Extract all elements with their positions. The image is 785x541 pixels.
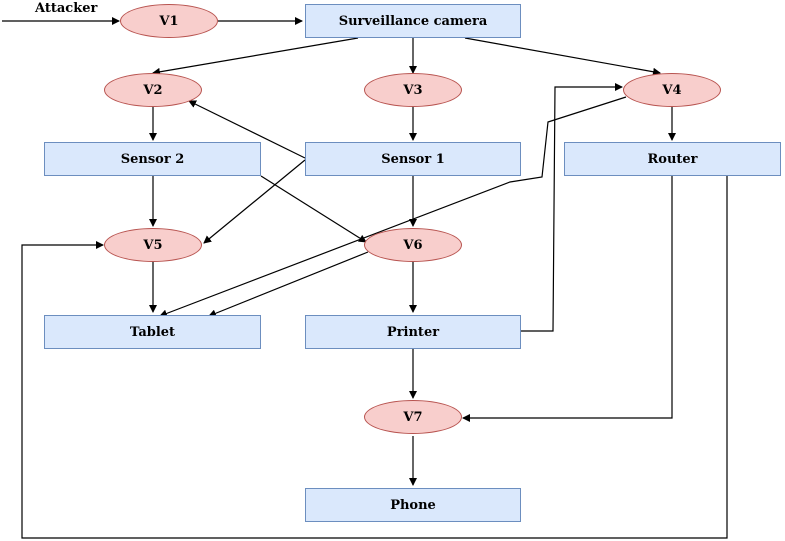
- edge-sensor1-v5: [203, 159, 306, 244]
- edge-router-v7: [462, 176, 673, 422]
- edge-camera-v2: [152, 37, 359, 76]
- vulnerability-v6: V6: [364, 228, 462, 262]
- device-phone: Phone: [305, 488, 521, 522]
- edge-router-v5: [21, 176, 728, 539]
- vulnerability-v2: V2: [104, 73, 202, 107]
- edge-printer-v4: [521, 83, 623, 332]
- vulnerability-v1: V1: [120, 4, 218, 38]
- device-router: Router: [564, 142, 781, 176]
- vulnerability-v5: V5: [104, 228, 202, 262]
- edge-v4-tablet: [159, 96, 627, 318]
- device-surveillance-camera: Surveillance camera: [305, 4, 521, 38]
- attacker-label: Attacker: [35, 1, 98, 16]
- device-sensor-1: Sensor 1: [305, 142, 521, 176]
- vulnerability-v3: V3: [364, 73, 462, 107]
- vulnerability-v4: V4: [623, 73, 721, 107]
- edge-sensor1-v2: [188, 100, 306, 159]
- device-sensor-2: Sensor 2: [44, 142, 261, 176]
- vulnerability-v7: V7: [364, 400, 462, 434]
- edge-v6-tablet: [208, 251, 369, 318]
- device-tablet: Tablet: [44, 315, 261, 349]
- edge-sensor2-v6: [260, 175, 367, 243]
- device-printer: Printer: [305, 315, 521, 349]
- edge-camera-v4: [464, 37, 661, 76]
